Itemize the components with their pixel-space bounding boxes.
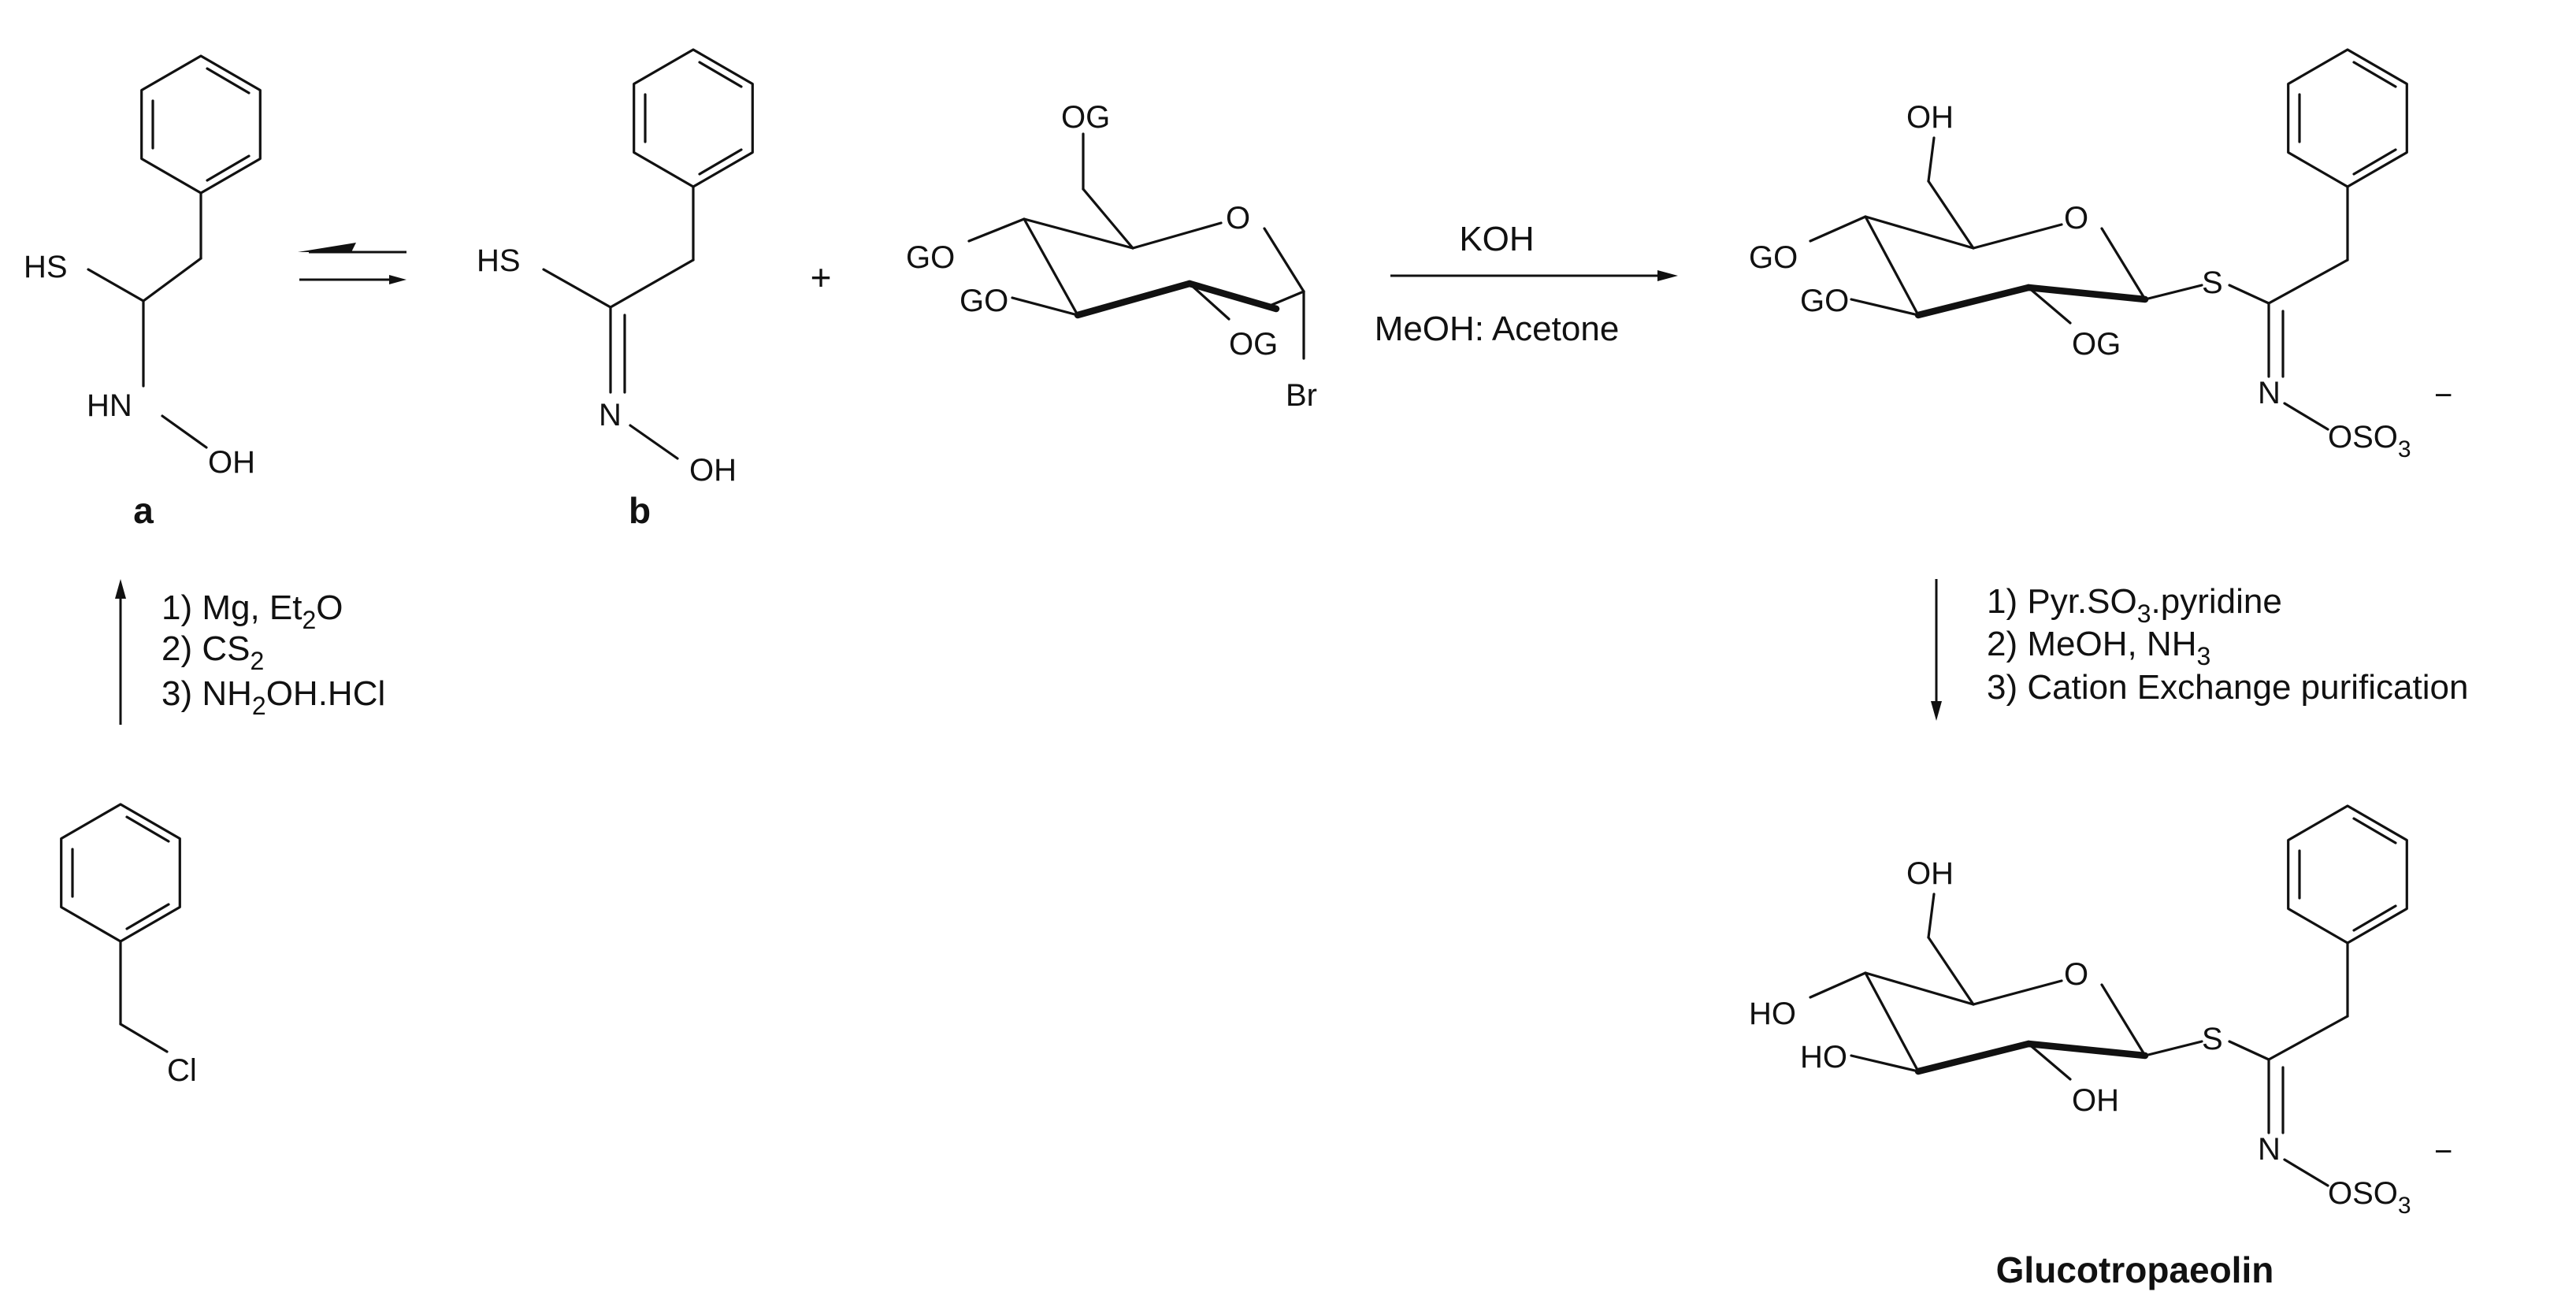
koh-arrow: KOH MeOH: Acetone bbox=[1375, 220, 1678, 348]
glucotropaeolin-oh-top: OH bbox=[1906, 856, 1954, 891]
compound-b-name: b bbox=[629, 490, 651, 531]
protected-intermediate-ring-o: O bbox=[2064, 201, 2088, 236]
benzyl-chloride-cl: Cl bbox=[167, 1053, 197, 1088]
step-up-condition-1: 1) Mg, Et2O bbox=[161, 588, 343, 634]
step-up-condition-3-text: 3) NH bbox=[161, 674, 252, 713]
glucotropaeolin-wedge-bonds bbox=[1914, 1040, 2149, 1075]
protected-intermediate-oso3-text: OSO bbox=[2328, 420, 2398, 455]
equilibrium-arrows bbox=[298, 243, 406, 284]
glucotropaeolin-ring-o: O bbox=[2064, 957, 2088, 992]
step-down-condition-1-subscript: 3 bbox=[2137, 599, 2151, 628]
glucotropaeolin-phenyl-ring bbox=[2287, 804, 2408, 945]
protected-intermediate-wedge-bonds bbox=[1914, 284, 2149, 319]
plus-sign: + bbox=[811, 257, 832, 298]
compound-a-phenyl-ring bbox=[140, 54, 262, 195]
protected-intermediate-go-left-2: GO bbox=[1800, 284, 1849, 318]
koh-arrow-solvent: MeOH: Acetone bbox=[1375, 310, 1620, 348]
sugar-bromide-og-top: OG bbox=[1061, 100, 1110, 135]
step-up-condition-3-suffix: OH.HCl bbox=[266, 674, 386, 713]
step-up-condition-2-subscript: 2 bbox=[250, 647, 264, 675]
protected-intermediate-bonds bbox=[1809, 136, 2349, 431]
step-up-arrow: 1) Mg, Et2O 2) CS2 3) NH2OH.HCl bbox=[115, 579, 385, 725]
glucotropaeolin-bonds bbox=[1809, 893, 2349, 1187]
compound-a: HS HN OH a bbox=[24, 54, 262, 531]
step-up-condition-2-text: 2) CS bbox=[161, 629, 250, 668]
sugar-bromide-br: Br bbox=[1286, 378, 1317, 413]
compound-b-hs-label: HS bbox=[477, 243, 521, 278]
protected-intermediate-go-left-1: GO bbox=[1749, 240, 1798, 275]
koh-arrow-reagent: KOH bbox=[1459, 220, 1534, 258]
step-down-condition-2-text: 2) MeOH, NH bbox=[1987, 625, 2196, 663]
sugar-bromide-go-left-2: GO bbox=[960, 284, 1008, 318]
glucotropaeolin-oso3-subscript: 3 bbox=[2398, 1193, 2411, 1219]
sugar-bromide-bonds bbox=[967, 132, 1305, 360]
glucotropaeolin-oso3-text: OSO bbox=[2328, 1176, 2398, 1211]
protected-intermediate-phenyl-ring bbox=[2287, 48, 2408, 188]
compound-a-hs-label: HS bbox=[24, 250, 68, 284]
step-up-condition-3: 3) NH2OH.HCl bbox=[161, 674, 385, 720]
glucotropaeolin-n: N bbox=[2258, 1132, 2281, 1167]
compound-b: HS N OH b bbox=[477, 48, 754, 531]
protected-intermediate-charge: − bbox=[2434, 378, 2452, 413]
protected-intermediate-s: S bbox=[2202, 265, 2223, 300]
benzyl-chloride-phenyl-ring bbox=[60, 803, 181, 943]
step-down-condition-2: 2) MeOH, NH3 bbox=[1987, 625, 2210, 670]
protected-intermediate: OH GO GO O OG S N OSO3 − bbox=[1749, 48, 2452, 462]
sugar-bromide-wedge-bonds bbox=[1074, 280, 1280, 319]
glucotropaeolin-ho-left-2: HO bbox=[1800, 1040, 1847, 1075]
glucotropaeolin-charge: − bbox=[2434, 1134, 2452, 1169]
step-down-condition-1: 1) Pyr.SO3.pyridine bbox=[1987, 582, 2282, 628]
step-down-condition-3: 3) Cation Exchange purification bbox=[1987, 668, 2468, 707]
protected-intermediate-n: N bbox=[2258, 376, 2281, 410]
sugar-bromide-ring-o: O bbox=[1226, 201, 1250, 236]
compound-b-n-label: N bbox=[599, 398, 622, 432]
compound-a-name: a bbox=[133, 490, 154, 531]
compound-b-phenyl-ring bbox=[633, 48, 754, 188]
protected-intermediate-oso3: OSO3 bbox=[2328, 420, 2411, 462]
compound-a-oh-label: OH bbox=[208, 445, 255, 480]
glucotropaeolin-name: Glucotropaeolin bbox=[1996, 1249, 2274, 1290]
compound-b-oh-label: OH bbox=[689, 453, 737, 488]
step-down-arrow: 1) Pyr.SO3.pyridine 2) MeOH, NH3 3) Cati… bbox=[1931, 579, 2468, 721]
benzyl-chloride-bonds bbox=[119, 940, 169, 1053]
step-down-condition-1-text: 1) Pyr.SO bbox=[1987, 582, 2137, 621]
protected-intermediate-og-bottom: OG bbox=[2072, 327, 2121, 362]
glucotropaeolin: OH HO HO O OH S N OSO3 − Glucotropaeolin bbox=[1749, 804, 2452, 1290]
compound-b-bonds bbox=[542, 185, 695, 460]
step-up-condition-1-subscript: 2 bbox=[303, 606, 317, 634]
glucotropaeolin-s: S bbox=[2202, 1022, 2223, 1056]
sugar-bromide-og-bottom: OG bbox=[1229, 327, 1278, 362]
glucotropaeolin-oh-bottom: OH bbox=[2072, 1083, 2119, 1118]
protected-intermediate-oh-top: OH bbox=[1906, 100, 1954, 135]
glucotropaeolin-oso3: OSO3 bbox=[2328, 1176, 2411, 1219]
step-up-condition-2: 2) CS2 bbox=[161, 629, 264, 675]
step-down-condition-2-subscript: 3 bbox=[2196, 642, 2210, 670]
sugar-bromide: OG GO GO O OG Br bbox=[906, 100, 1317, 413]
protected-intermediate-oso3-subscript: 3 bbox=[2398, 436, 2411, 462]
sugar-bromide-go-left-1: GO bbox=[906, 240, 955, 275]
step-up-condition-1-suffix: O bbox=[316, 588, 343, 627]
benzyl-chloride: Cl bbox=[60, 803, 197, 1088]
step-up-condition-3-subscript: 2 bbox=[252, 692, 266, 720]
compound-a-hn-label: HN bbox=[87, 388, 132, 423]
step-down-condition-1-suffix: .pyridine bbox=[2151, 582, 2282, 621]
step-up-condition-1-text: 1) Mg, Et bbox=[161, 588, 303, 627]
glucotropaeolin-ho-left-1: HO bbox=[1749, 997, 1796, 1031]
compound-a-bonds bbox=[87, 191, 208, 449]
